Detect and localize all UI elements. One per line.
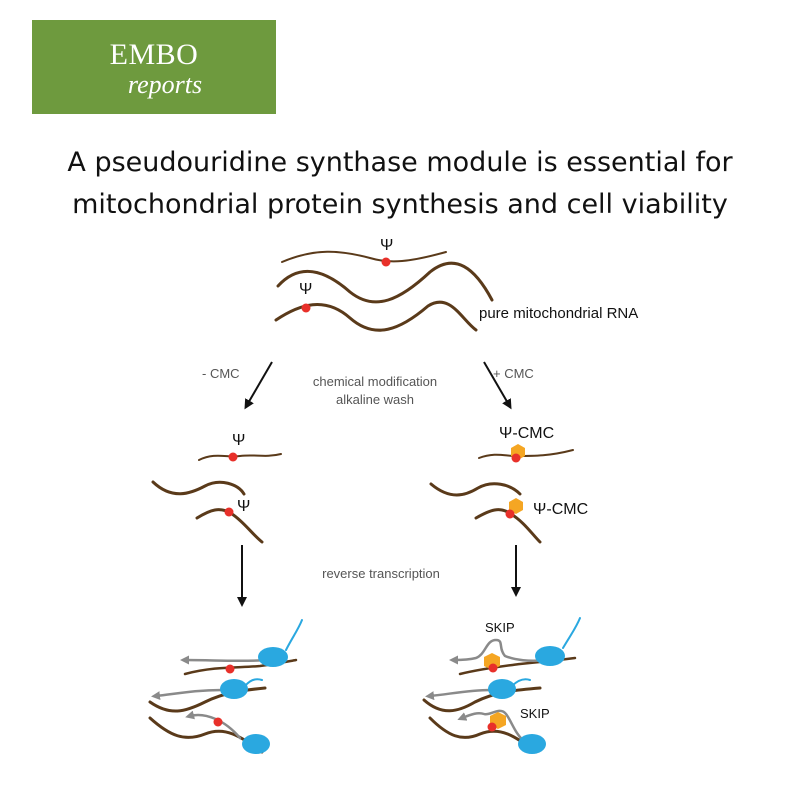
title-line-1: A pseudouridine synthase module is essen… [67,147,733,178]
rna-strand [422,686,542,713]
enzyme-tail [244,678,263,687]
reverse-transcriptase [258,647,288,667]
psi-cmc-label: Ψ-CMC [499,425,554,442]
rna-strand [478,449,574,459]
psi-label: Ψ [232,432,245,449]
cdna-strand [425,688,492,701]
rna-strand [429,482,522,497]
pseudouridine-dot [301,303,311,313]
pseudouridine-dot [228,452,238,462]
pure-rna-label: pure mitochondrial RNA [479,305,638,322]
reverse-transcriptase [220,679,248,699]
rna-strand [281,250,447,263]
plus-cmc-label: + CMC [493,366,534,381]
pseudouridine-dot [487,722,497,732]
rt-products-minus-cmc [148,619,303,754]
pseudouridine-dot [224,507,234,517]
rna-strand [274,300,478,332]
embo-reports-logo: EMBO reports [32,20,276,114]
pseudouridine-dot [213,717,223,727]
enzyme-tail [562,617,581,649]
skip-label: SKIP [520,706,550,721]
rna-strand [151,480,246,496]
skip-label: SKIP [485,620,515,635]
enzyme-tail [285,619,303,651]
cdna-skip-loop [457,709,527,744]
reverse-transcriptase [488,679,516,699]
arrow-plus-cmc [483,361,512,410]
rna-fragments-minus-cmc [151,453,282,544]
cmc-adduct [509,498,523,514]
cdna-strand [180,655,270,665]
pseudouridine-dot [381,257,391,267]
cdna-strand [151,688,224,701]
pseudouridine-dot [505,509,515,519]
page-title: A pseudouridine synthase module is essen… [0,142,800,226]
rna-fragments-plus-cmc [429,449,574,544]
reverse-transcription-label: reverse transcription [322,566,440,581]
psi-label: Ψ [380,237,393,254]
reverse-transcriptase [535,646,565,666]
pseudouridine-dot [511,453,521,463]
psi-cmc-label: Ψ-CMC [533,501,588,518]
pseudouridine-dot [225,664,235,674]
rna-strands-top [274,250,494,332]
chemical-modification-label: chemical modification [313,374,437,389]
rna-strand [276,261,494,304]
rna-strand [198,453,282,461]
alkaline-wash-label: alkaline wash [336,392,414,407]
psi-label: Ψ [237,498,250,515]
reverse-transcriptase [518,734,546,754]
reverse-transcriptase [242,734,270,754]
logo-reports: reports [127,70,203,99]
title-line-2: mitochondrial protein synthesis and cell… [72,189,728,220]
arrow-minus-cmc [244,361,273,410]
cdna-skip-loop [449,638,547,665]
rt-products-plus-cmc: SKIP SKIP [422,617,581,754]
minus-cmc-label: - CMC [202,366,240,381]
logo-embo: EMBO [109,38,199,71]
psi-label: Ψ [299,281,312,298]
pseudouridine-dot [488,663,498,673]
